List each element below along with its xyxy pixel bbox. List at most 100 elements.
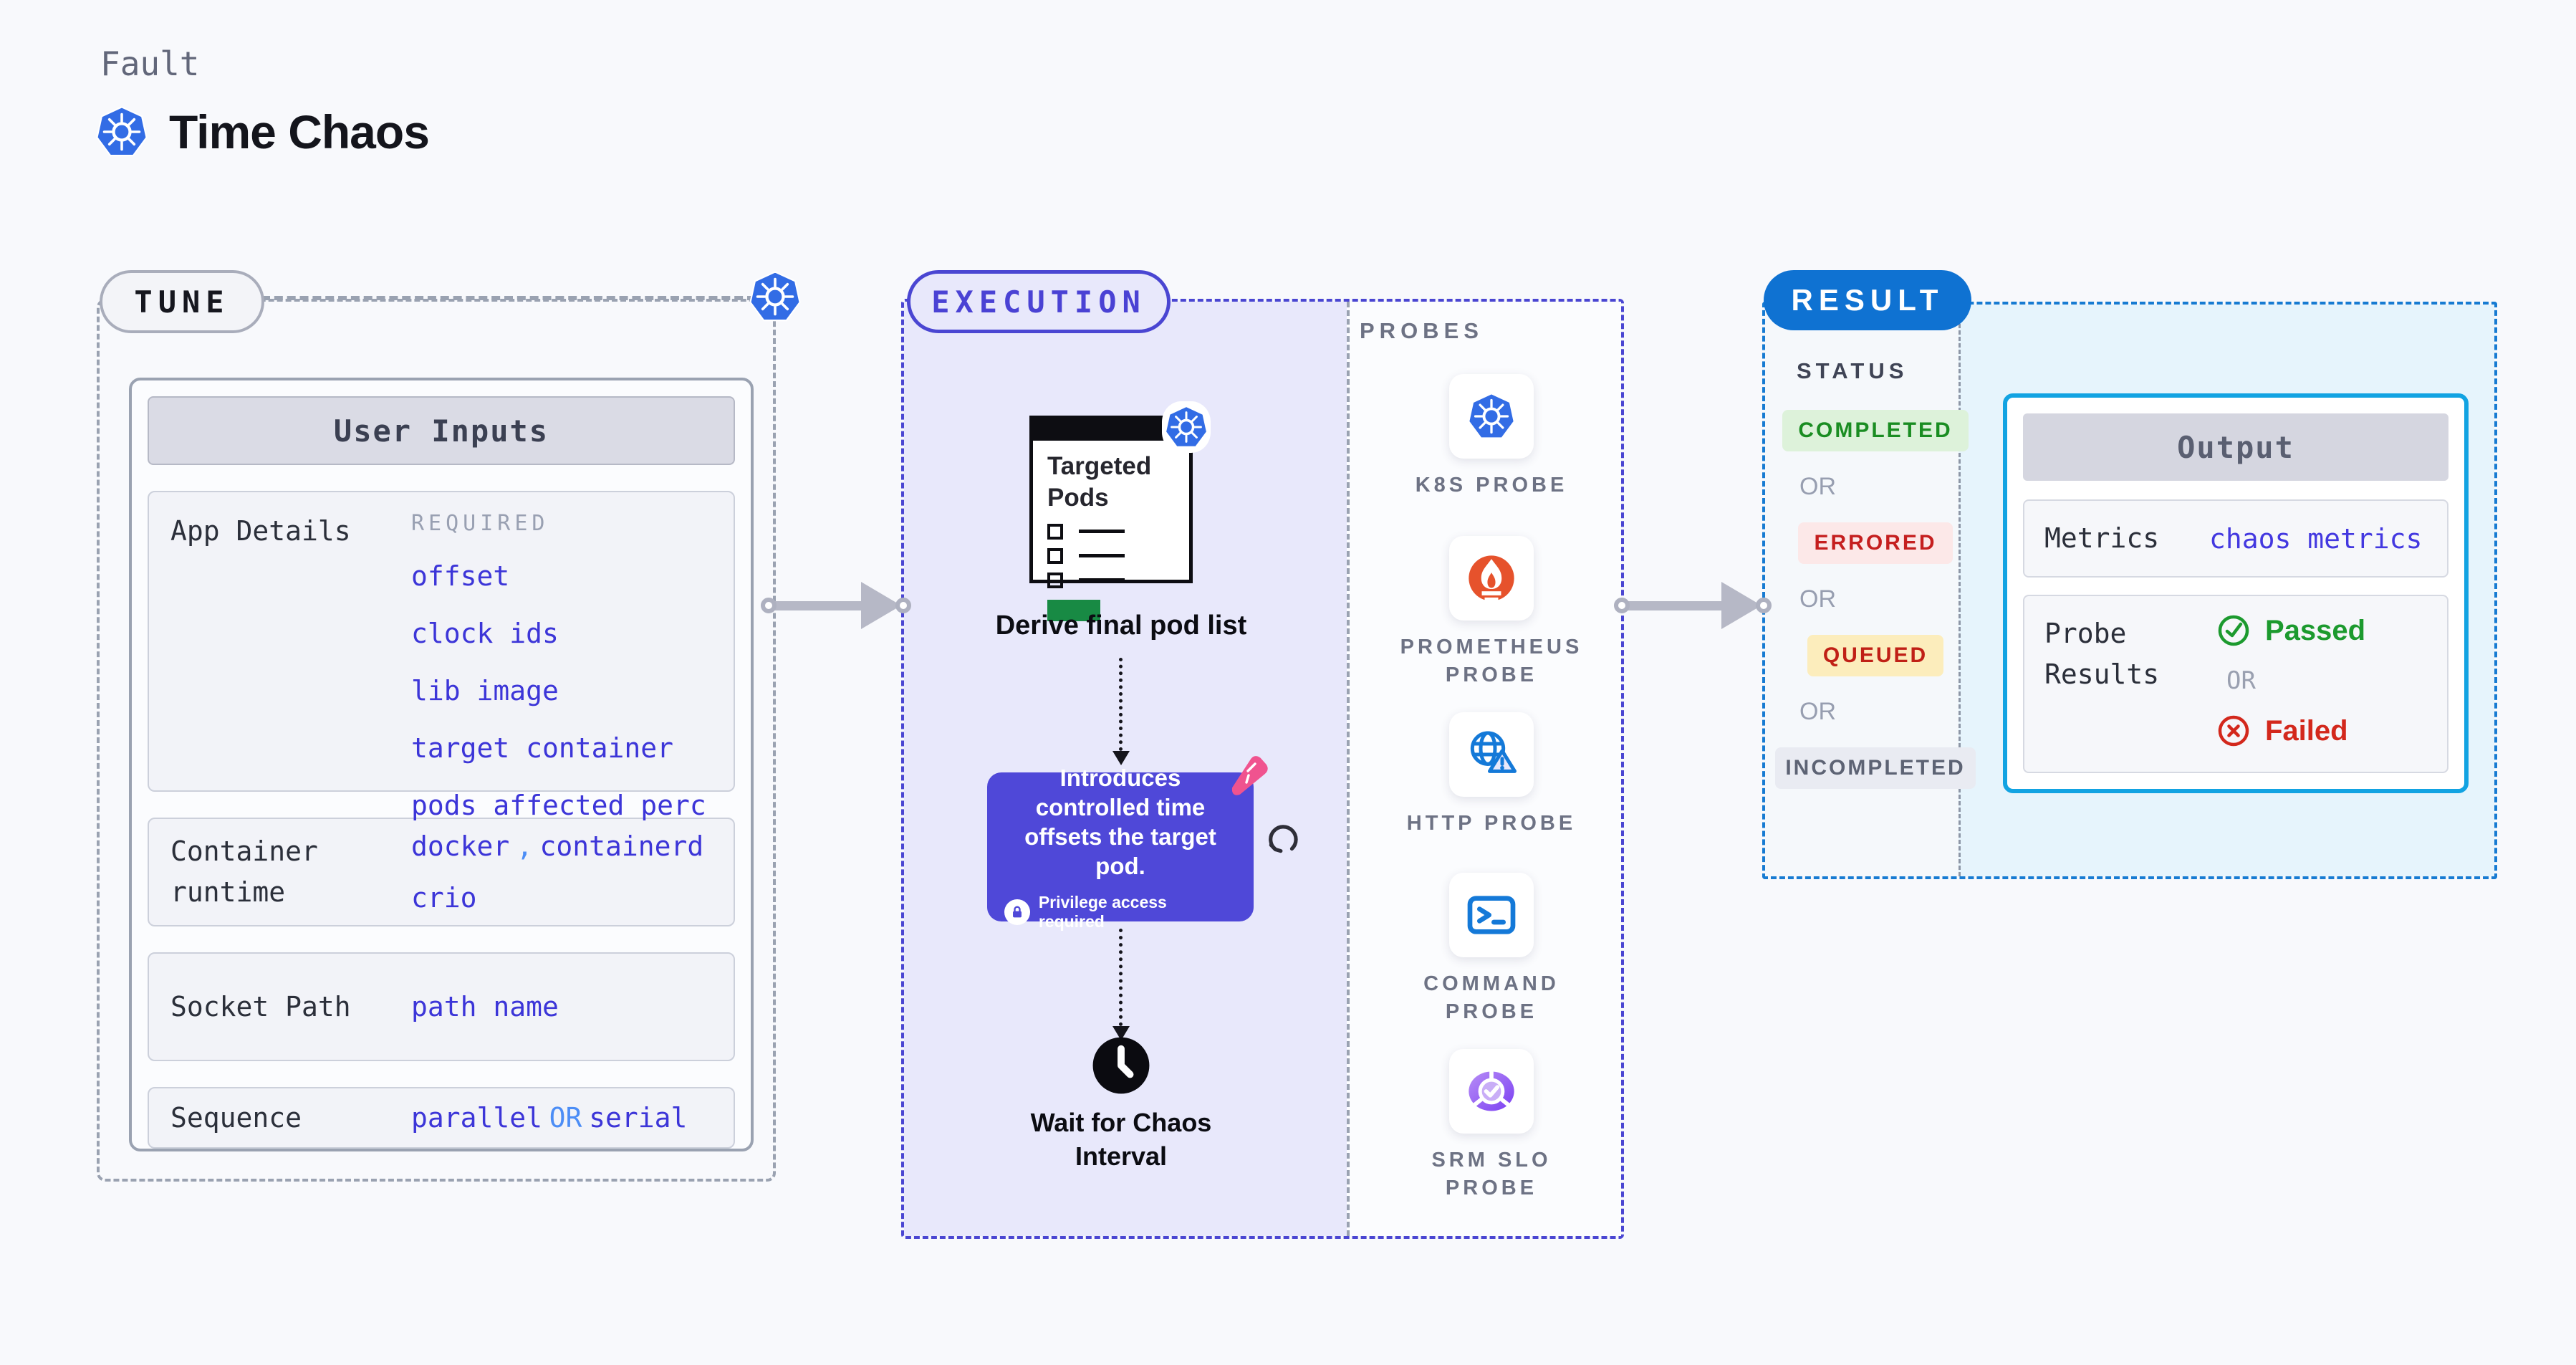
list-line [1079,578,1125,582]
link-serial[interactable]: serial [589,1102,688,1134]
loop-refresh-icon [1265,821,1302,858]
runtime-separator: , [516,830,533,862]
probe-entry-srm-slo: SRM SLO PROBE [1394,1049,1589,1202]
probe-card [1449,1049,1534,1134]
wait-interval-label: Wait for Chaos Interval [1030,1108,1212,1171]
arrow-head [861,582,901,629]
container-runtime-row: Container runtime docker , containerd cr… [148,818,735,926]
execution-section-pill: EXECUTION [907,270,1171,333]
chaos-interval-clock-icon [1090,1035,1152,1096]
connector-node [895,598,911,613]
probe-card [1449,536,1534,621]
list-line [1079,554,1125,557]
page-title-row: Time Chaos [96,105,430,159]
link-path-name[interactable]: path name [411,991,559,1022]
pod-list-item [1047,572,1175,588]
fault-effect-text: Introduces controlled time offsets the t… [1024,764,1216,880]
checkbox-icon [1047,547,1063,564]
checkbox-icon [1047,523,1063,540]
passed-label: Passed [2265,614,2366,646]
arrow-shaft [772,600,865,610]
sequence-label: Sequence [170,1101,302,1134]
link-lib-image[interactable]: lib image [411,675,559,707]
socket-path-label: Socket Path [170,990,351,1022]
probe-label: SRM SLO PROBE [1431,1149,1552,1200]
arrow-head [1112,751,1130,765]
lock-icon [1009,904,1025,920]
sequence-or: OR [549,1102,582,1134]
link-parallel[interactable]: parallel [411,1102,543,1134]
probe-label: HTTP PROBE [1406,812,1577,835]
fault-category-label: Fault [100,44,200,83]
kubernetes-icon [1468,391,1515,441]
kubernetes-icon [96,105,148,159]
arrow-head [1112,1026,1130,1040]
or-separator: OR [2226,666,2256,695]
or-separator: OR [1799,585,1836,613]
tune-to-execution-arrow [761,580,911,631]
execution-to-result-arrow [1614,580,1772,631]
flow-dotted-arrow [1112,658,1130,765]
socket-path-row: Socket Path path name [148,952,735,1061]
globe-warning-icon [1463,726,1520,783]
terminal-icon [1463,886,1520,944]
status-title: STATUS [1797,358,1908,383]
check-circle-icon [2216,613,2251,648]
connector-node [1614,598,1630,613]
prometheus-icon [1464,551,1519,605]
tune-section-container [97,299,776,1182]
progress-bar [1047,599,1100,621]
connector-node [761,598,777,613]
probe-label: K8S PROBE [1415,474,1568,497]
kubernetes-icon [749,269,801,324]
pod-list-item [1047,523,1175,540]
link-pods-affected-perc[interactable]: pods affected perc [411,790,706,821]
tune-k8s-connector-line [261,296,756,300]
status-badge-stack: COMPLETED OR ERRORED OR QUEUED OR INCOMP… [1775,410,1976,789]
targeted-pods-figure: Targeted Pods [1029,416,1193,621]
probe-entry-command: COMMAND PROBE [1394,873,1589,1026]
probe-entry-prometheus: PROMETHEUS PROBE [1394,536,1589,689]
privilege-note: Privilege access required [1038,892,1167,931]
probe-results-row: Probe Results Passed OR Failed [2023,595,2448,773]
connector-node [1756,598,1772,613]
app-details-label: App Details [170,515,351,547]
required-tag: REQUIRED [411,511,549,536]
user-inputs-title: User Inputs [148,396,735,465]
link-offset[interactable]: offset [411,560,510,592]
arrow-shaft [1625,600,1726,610]
status-badge-completed: COMPLETED [1782,410,1969,451]
probe-label: PROMETHEUS PROBE [1400,636,1583,687]
link-docker[interactable]: docker [411,830,510,862]
page-title: Time Chaos [169,105,430,158]
app-details-row: App Details REQUIRED offset clock ids li… [148,491,735,821]
status-badge-incompleted: INCOMPLETED [1775,747,1976,789]
sequence-row: Sequence parallel OR serial [148,1087,735,1149]
arrow-head [1721,582,1762,629]
output-card: Output Metrics chaos metrics Probe Resul… [2003,393,2469,793]
output-title: Output [2023,413,2448,481]
metrics-label: Metrics [2044,522,2160,554]
derive-pod-list-label: Derive final pod list [995,610,1247,641]
probe-card [1449,712,1534,797]
or-separator: OR [1799,473,1836,500]
link-containerd[interactable]: containerd [539,830,704,862]
result-section-pill: RESULT [1764,270,1971,330]
probe-entry-http: HTTP PROBE [1394,712,1589,838]
probes-pane-title: PROBES [1360,318,1484,343]
link-clock-ids[interactable]: clock ids [411,618,559,649]
link-target-container[interactable]: target container [411,732,674,764]
x-circle-icon [2216,714,2251,748]
probe-label: COMMAND PROBE [1423,972,1559,1024]
link-crio[interactable]: crio [411,882,477,914]
probe-card [1449,374,1534,459]
container-runtime-label: Container runtime [170,835,318,908]
pod-list-item [1047,547,1175,564]
user-inputs-card: User Inputs App Details REQUIRED offset … [129,378,754,1151]
targeted-pods-title: Targeted Pods [1047,452,1152,512]
link-chaos-metrics[interactable]: chaos metrics [2209,522,2423,555]
status-badge-errored: ERRORED [1798,522,1953,564]
kubernetes-badge-icon [1162,401,1211,453]
metrics-row: Metrics chaos metrics [2023,499,2448,578]
